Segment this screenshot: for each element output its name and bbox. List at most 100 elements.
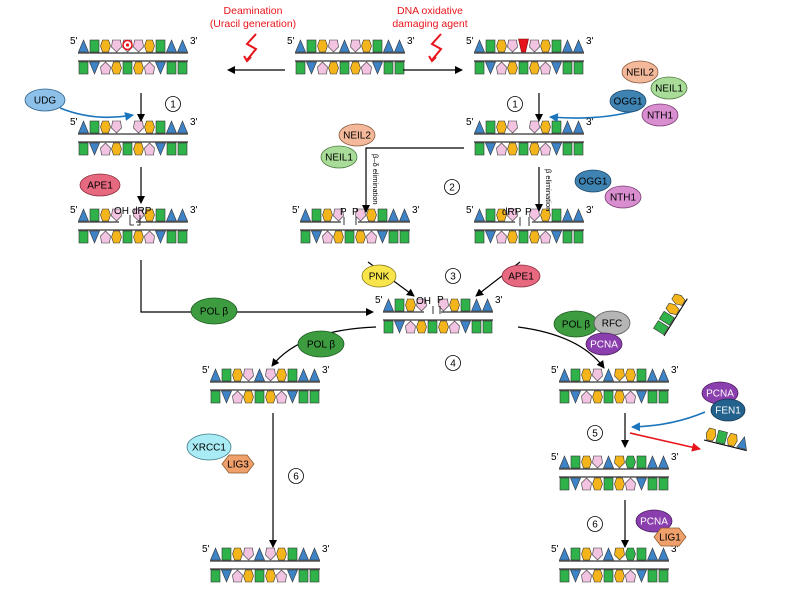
fen1-label: FEN1 xyxy=(715,406,741,417)
five-prime-end: 5' xyxy=(202,365,210,376)
nucleotide-T xyxy=(377,230,388,244)
nucleotide-T xyxy=(287,390,298,404)
rfc-enzyme: RFC xyxy=(593,310,631,336)
dna-long-patch-filled: 5'3' xyxy=(551,365,679,404)
nucleotide-A xyxy=(551,39,562,53)
three-prime-end: 3' xyxy=(190,36,198,47)
nucleotide-G xyxy=(592,569,603,583)
oxidative-label-line2: damaging agent xyxy=(392,18,467,30)
five-prime-end: 5' xyxy=(70,117,78,128)
nucleotide-A xyxy=(210,390,221,404)
nucleotide-C xyxy=(100,230,111,244)
nucleotide-T xyxy=(603,547,614,561)
nucleotide-T xyxy=(562,208,573,222)
nucleotide-T xyxy=(78,39,89,53)
nucleotide-C xyxy=(496,142,507,156)
nucleotide-T xyxy=(603,455,614,469)
nucleotide-A xyxy=(647,569,658,583)
arrow-fen1-recruit xyxy=(631,411,706,432)
nucleotide-T xyxy=(559,455,570,469)
nucleotide-T xyxy=(383,39,394,53)
flap-backbone xyxy=(663,298,688,337)
nucleotide-A xyxy=(89,208,100,222)
five-prime-end: 5' xyxy=(466,36,474,47)
three-prime-end: 3' xyxy=(586,205,594,216)
nucleotide-T xyxy=(78,208,89,222)
nucleotide-T xyxy=(221,569,232,583)
nucleotide-T xyxy=(298,547,309,561)
nucleotide-G xyxy=(265,390,276,404)
nucleotide-A xyxy=(210,569,221,583)
nucleotide-G xyxy=(144,39,155,53)
three-prime-end: 3' xyxy=(495,295,503,306)
nucleotide-A xyxy=(570,455,581,469)
nucleotide-T xyxy=(636,477,647,491)
nucleotide-C xyxy=(449,320,460,334)
nucleotide-A xyxy=(474,142,485,156)
nucleotide-A xyxy=(372,39,383,53)
nucleotide-G xyxy=(529,61,540,75)
step-circle-1a xyxy=(165,96,181,112)
nucleotide-T xyxy=(309,547,320,561)
nucleotide-T xyxy=(570,477,581,491)
arrow-udg-recruit xyxy=(59,107,134,121)
nucleotide-A xyxy=(658,569,669,583)
neil1-label-top: NEIL1 xyxy=(655,84,683,95)
nucleotide-C xyxy=(232,390,243,404)
nucleotide-T xyxy=(603,368,614,382)
nucleotide-G xyxy=(276,547,287,561)
nucleotide-A xyxy=(394,61,405,75)
nucleotide-T xyxy=(287,569,298,583)
five-prime-end: 5' xyxy=(70,36,78,47)
nick-labels: OH dRP P P dRP P OH P β–δ elimination β … xyxy=(114,154,553,314)
nucleotide-C xyxy=(361,61,372,75)
nucleotide-C xyxy=(625,390,636,404)
nucleotide-T xyxy=(474,39,485,53)
nucleotide-A xyxy=(177,142,188,156)
nucleotide-T xyxy=(559,547,570,561)
nucleotide-G xyxy=(133,142,144,156)
oxidative-trigger: DNA oxidative damaging agent xyxy=(392,5,468,63)
ape1-label-right: APE1 xyxy=(508,272,534,283)
pol-beta-label-long: POL β xyxy=(562,320,590,331)
nucleotide-C xyxy=(405,320,416,334)
nucleotide-A xyxy=(254,569,265,583)
nucleotide-A xyxy=(377,208,388,222)
oh-label-center: OH xyxy=(416,296,431,307)
nucleotide-A xyxy=(474,230,485,244)
dna-gapped-center: 5'3' xyxy=(375,295,503,334)
pcna-label-fen: PCNA xyxy=(706,389,734,400)
p-label-mid-1: P xyxy=(340,207,347,218)
nucleotide-A xyxy=(122,230,133,244)
nucleotide-T xyxy=(254,368,265,382)
nucleotide-G xyxy=(671,293,686,306)
nucleotide-C xyxy=(243,547,254,561)
nucleotide-A xyxy=(570,547,581,561)
nucleotide-A xyxy=(306,39,317,53)
nucleotide-G xyxy=(496,208,507,222)
nucleotide-A xyxy=(562,230,573,244)
lightning-bolt-icon xyxy=(430,33,443,61)
nucleotide-A xyxy=(394,298,405,312)
nucleotide-G xyxy=(592,390,603,404)
nucleotide-A xyxy=(287,368,298,382)
nucleotide-C xyxy=(529,39,540,53)
nucleotide-T xyxy=(658,368,669,382)
step-number-3: 3 xyxy=(450,272,456,283)
nucleotide-T xyxy=(471,298,482,312)
nucleotide-C xyxy=(507,39,518,53)
pol-beta-label-short: POL β xyxy=(307,340,335,351)
nucleotide-C xyxy=(614,547,625,561)
nucleotide-C xyxy=(540,142,551,156)
nucleotide-A xyxy=(603,390,614,404)
nucleotide-T xyxy=(485,230,496,244)
pnk-enzyme: PNK xyxy=(361,264,397,288)
nucleotide-A xyxy=(78,61,89,75)
nucleotide-A xyxy=(298,569,309,583)
arrow-long-patch xyxy=(517,326,605,369)
nucleotide-C xyxy=(100,142,111,156)
xrcc1-enzyme: XRCC1 xyxy=(186,433,232,461)
p-label-right: P xyxy=(525,207,532,218)
step-circle-5 xyxy=(587,425,603,441)
nucleotide-T xyxy=(383,298,394,312)
